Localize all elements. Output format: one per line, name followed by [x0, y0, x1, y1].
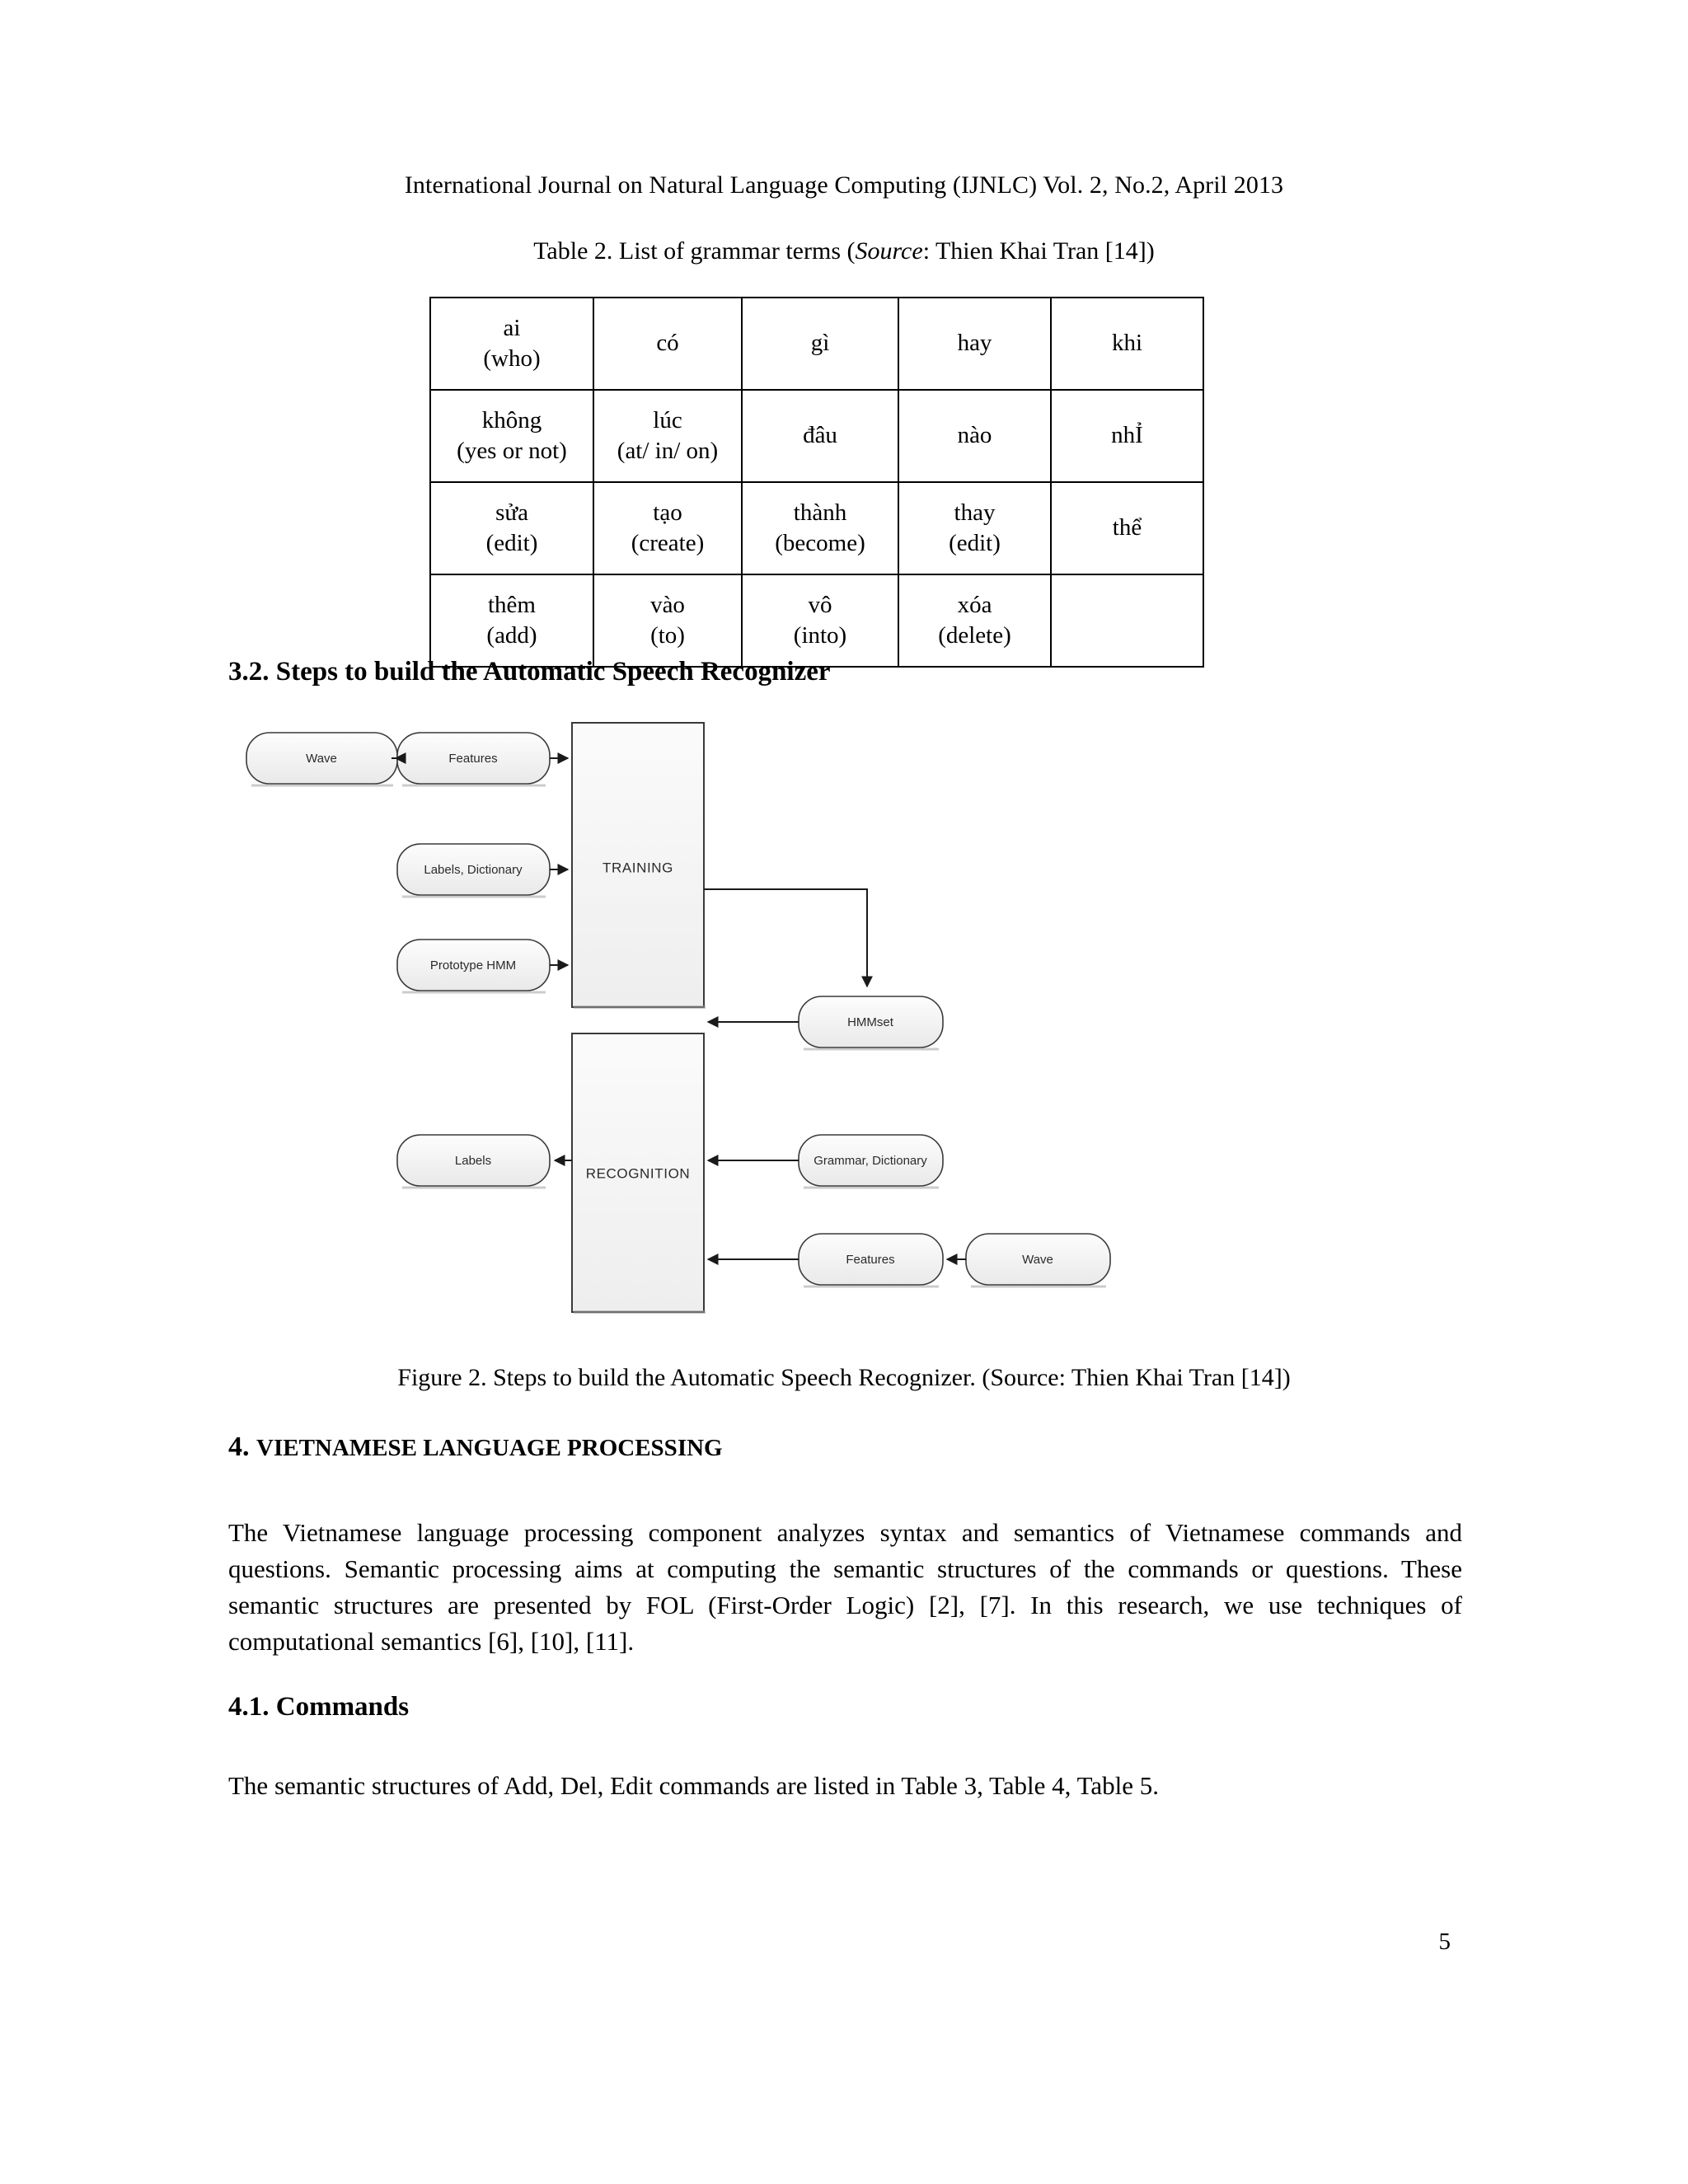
node-labels-dictionary-label: Labels, Dictionary: [424, 863, 523, 877]
table-cell: hay: [898, 297, 1052, 391]
cell-gloss: (at/ in/ on): [617, 438, 719, 464]
cell-gloss: (add): [486, 622, 537, 649]
cell-gloss: (become): [775, 530, 865, 556]
node-hmmset-label: HMMset: [847, 1015, 894, 1029]
cell-term: thêm: [488, 591, 536, 618]
cell-gloss: (yes or not): [457, 438, 567, 464]
training-process-box: [571, 722, 705, 1008]
table-cell: có: [593, 297, 743, 391]
table-cell: vào (to): [593, 574, 743, 668]
cell-term: vào: [650, 591, 685, 618]
section-heading-4: 4. Vietnamese Language Processing: [228, 1432, 723, 1463]
node-grammar-dictionary-label: Grammar, Dictionary: [814, 1154, 927, 1168]
table-cell: xóa (delete): [898, 574, 1052, 668]
paragraph-commands: The semantic structures of Add, Del, Edi…: [228, 1771, 1160, 1800]
cell-term: thể: [1112, 514, 1142, 541]
table-cell: [1050, 574, 1204, 668]
cell-term: tạo: [653, 499, 682, 526]
section-heading-4-title: Vietnamese Language Processing: [256, 1435, 723, 1461]
cell-gloss: (edit): [485, 530, 538, 556]
table-cell: thể: [1050, 481, 1204, 575]
grammar-terms-table: ai (who) có gì hay khi: [429, 297, 1204, 668]
cell-term: đâu: [803, 422, 837, 449]
training-box-shadow: [574, 1005, 706, 1009]
table-cell: thêm (add): [429, 574, 594, 668]
recognition-process-box: [571, 1033, 705, 1313]
cell-term: thành: [793, 499, 847, 526]
training-label: TRAINING: [603, 860, 673, 875]
table-caption-suffix: : Thien Khai Tran [14]): [922, 237, 1155, 265]
running-head: International Journal on Natural Languag…: [404, 171, 1284, 199]
cell-term: khi: [1111, 330, 1143, 357]
table-cell: không (yes or not): [429, 389, 594, 483]
cell-term: thay: [954, 499, 996, 526]
cell-term: xóa: [957, 591, 992, 618]
table-caption-source: Source: [855, 237, 923, 265]
node-labels-output: [396, 1134, 551, 1187]
cell-term: lúc: [653, 406, 682, 434]
table-row: ai (who) có gì hay khi: [429, 297, 1204, 391]
cell-gloss: (create): [631, 530, 705, 556]
table-cell: sửa (edit): [429, 481, 594, 575]
cell-term: sửa: [495, 499, 528, 526]
page-number: 5: [1438, 1929, 1451, 1955]
table-cell: tạo (create): [593, 481, 743, 575]
cell-gloss: (into): [793, 622, 847, 649]
paragraph-intro: The Vietnamese language processing compo…: [228, 1518, 1462, 1657]
table-cell: nào: [898, 389, 1052, 483]
node-wave-top-label: Wave: [306, 752, 337, 766]
recognition-label: RECOGNITION: [586, 1165, 691, 1181]
table-cell: khi: [1050, 297, 1204, 391]
connector-training-to-hmmset: [704, 888, 873, 988]
table-cell: gì: [741, 297, 899, 391]
recognition-box-shadow: [574, 1310, 706, 1314]
cell-gloss: (who): [483, 345, 541, 372]
cell-gloss: (delete): [938, 622, 1011, 649]
section-heading-3-2: 3.2. Steps to build the Automatic Speech…: [228, 657, 831, 687]
node-labels-output-label: Labels: [455, 1154, 491, 1168]
table-cell: lúc (at/ in/ on): [593, 389, 743, 483]
figure-caption: Figure 2. Steps to build the Automatic S…: [397, 1364, 1291, 1391]
cell-gloss: (edit): [949, 530, 1001, 556]
table-cell: nhỈ: [1050, 389, 1204, 483]
table-cell: vô (into): [741, 574, 899, 668]
node-wave-bottom-label: Wave: [1022, 1253, 1053, 1267]
cell-term: hay: [957, 330, 992, 357]
node-prototype-hmm-label: Prototype HMM: [430, 958, 516, 972]
table-row: không (yes or not) lúc (at/ in/ on) đâu …: [429, 389, 1204, 483]
cell-term: không: [481, 406, 542, 434]
node-features-top-label: Features: [448, 752, 497, 766]
table-caption-prefix: Table 2. List of grammar terms (: [533, 237, 856, 265]
section-heading-4-1: 4.1. Commands: [228, 1692, 410, 1722]
table-cell: đâu: [741, 389, 899, 483]
node-features-bottom-label: Features: [846, 1253, 894, 1267]
table-row: sửa (edit) tạo (create) thành (become) t…: [429, 481, 1204, 575]
table-cell: thay (edit): [898, 481, 1052, 575]
cell-term: nào: [957, 422, 992, 449]
figure-asr-flowchart: TRAINING Wave Features Labels, Dictionar…: [228, 719, 1465, 1345]
table-row: thêm (add) vào (to) vô (into) xóa (delet…: [429, 574, 1204, 668]
table-cell: ai (who): [429, 297, 594, 391]
cell-term: vô: [808, 591, 832, 618]
cell-term: gì: [810, 330, 830, 357]
table-cell: thành (become): [741, 481, 899, 575]
table-caption: Table 2. List of grammar terms (Source: …: [0, 237, 1688, 265]
cell-gloss: (to): [650, 622, 685, 649]
section-heading-4-number: 4.: [228, 1432, 250, 1462]
cell-term: ai: [503, 314, 521, 341]
cell-term: nhỈ: [1111, 422, 1143, 449]
cell-term: có: [656, 330, 679, 357]
